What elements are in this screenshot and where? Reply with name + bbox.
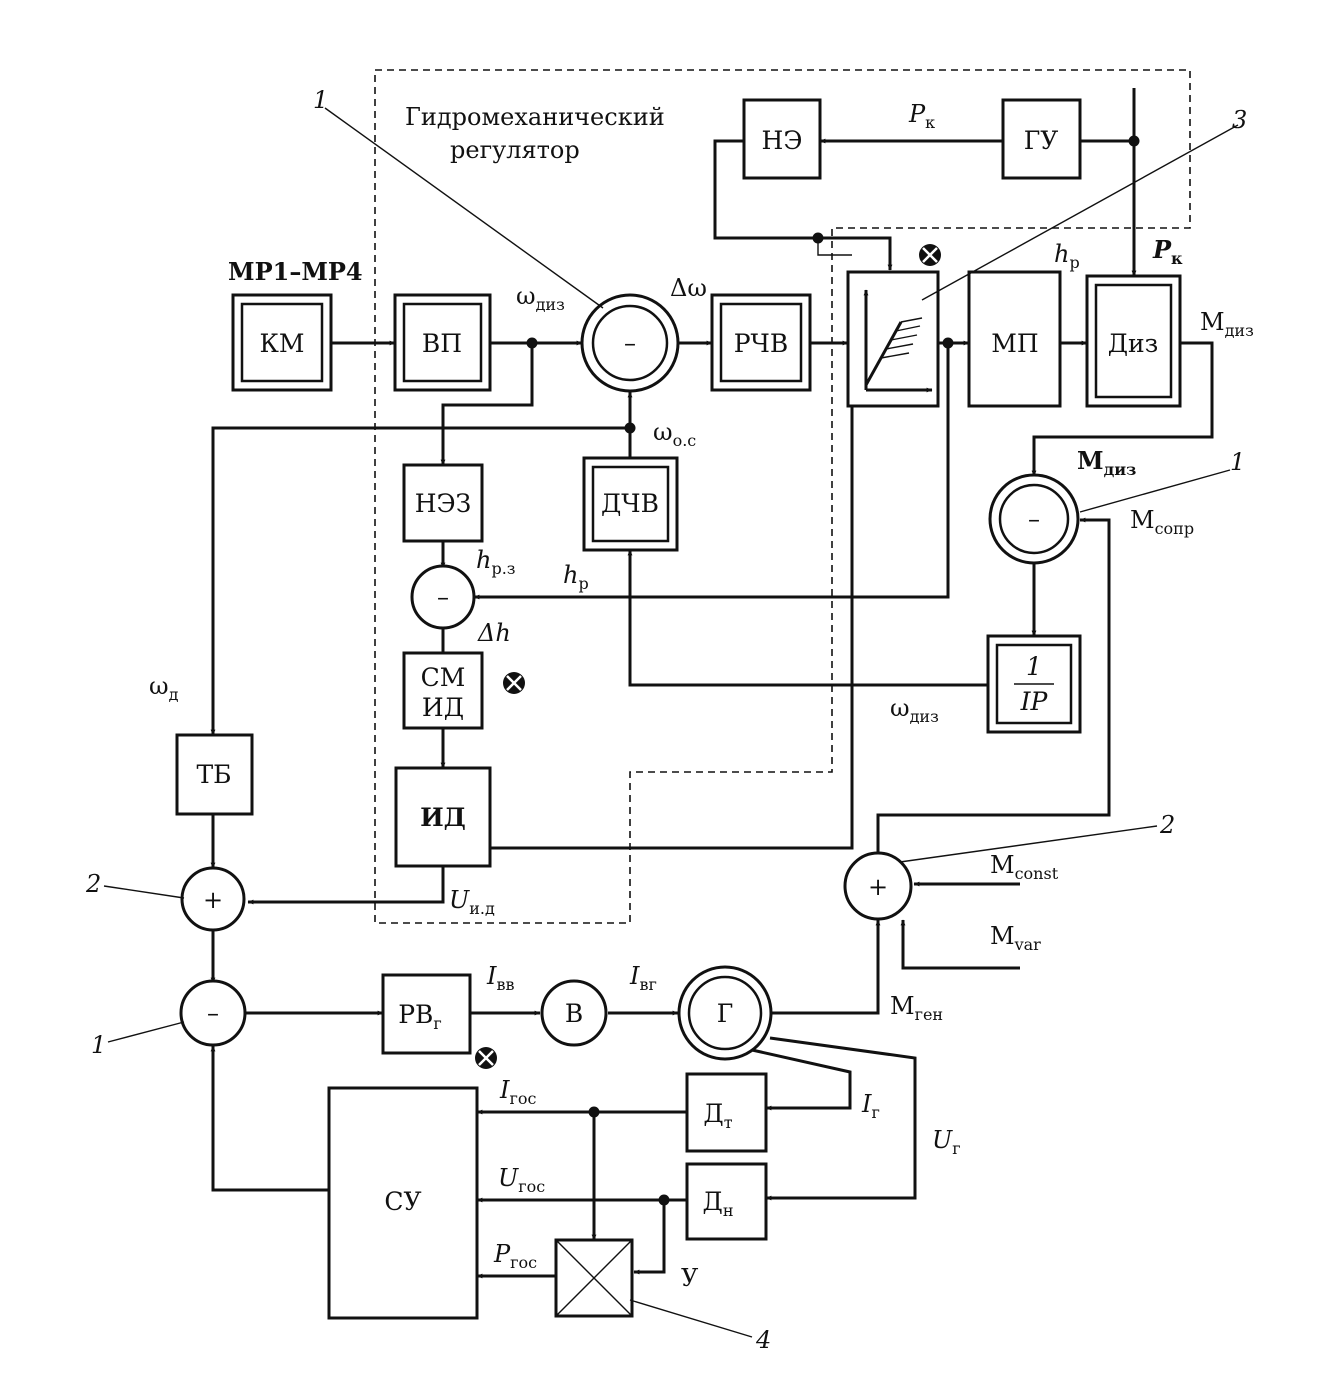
marker-x-icon	[919, 244, 941, 266]
svg-text:Мдиз: Мдиз	[1200, 308, 1254, 340]
svg-text:Δh: Δh	[477, 619, 511, 647]
svg-text:3: 3	[1232, 106, 1247, 134]
svg-text:ГУ: ГУ	[1024, 126, 1059, 155]
svg-text:Pк: Pк	[908, 100, 935, 132]
svg-text:ωо.с: ωо.с	[653, 418, 696, 450]
svg-text:Мген: Мген	[890, 992, 943, 1024]
svg-text:+: +	[203, 886, 223, 914]
svg-text:Uгос: Uгос	[498, 1164, 545, 1196]
svg-text:–: –	[1028, 505, 1040, 533]
marker-x-icon	[475, 1047, 497, 1069]
block-gu: ГУ	[1001, 98, 1082, 180]
svg-text:ВП: ВП	[422, 329, 462, 358]
regulator-title: Гидромеханический	[405, 103, 665, 131]
signal-labels: ωдиз Δω ωо.с Pк Pк hр Мдиз Мдиз Мсопр hр…	[149, 100, 1254, 1292]
svg-text:Uи.д: Uи.д	[449, 886, 495, 918]
block-integrator: 1 IP	[986, 634, 1082, 734]
svg-text:1: 1	[91, 1031, 106, 1059]
svg-text:Uг: Uг	[932, 1126, 961, 1158]
block-mp: МП	[967, 270, 1062, 408]
svg-text:ИД: ИД	[422, 693, 464, 722]
block-tb: ТБ	[175, 733, 254, 816]
svg-text:Pк: Pк	[1152, 235, 1183, 268]
svg-text:ωд: ωд	[149, 672, 179, 704]
svg-text:Мдиз: Мдиз	[1077, 446, 1136, 479]
block-smid: СМ ИД	[402, 651, 484, 730]
sum-node-minus-left: –	[179, 979, 247, 1047]
svg-text:2: 2	[85, 870, 101, 898]
svg-text:2: 2	[1159, 811, 1175, 839]
svg-text:В: В	[565, 999, 583, 1028]
svg-text:ωдиз: ωдиз	[890, 694, 939, 726]
callouts: 1 3 1 2 2 1 4	[85, 86, 1247, 1354]
block-v: В	[540, 979, 608, 1047]
sum-node-plus-right: +	[843, 851, 913, 921]
regulator-dashed-boundary	[374, 69, 1191, 924]
svg-text:–: –	[437, 583, 449, 611]
block-dn: Дн	[685, 1162, 768, 1241]
block-nez: НЭЗ	[402, 463, 484, 543]
svg-text:Дт: Дт	[703, 1099, 732, 1132]
marker-x-icon	[503, 672, 525, 694]
svg-text:Iвг: Iвг	[629, 962, 657, 994]
svg-text:hр: hр	[1054, 240, 1080, 272]
signal-lines	[210, 88, 1214, 1279]
svg-text:–: –	[624, 329, 636, 357]
block-rvg: РВг	[381, 973, 472, 1055]
block-multiplier	[554, 1238, 634, 1318]
svg-text:1: 1	[1026, 652, 1042, 681]
svg-text:МП: МП	[991, 329, 1038, 358]
svg-text:СУ: СУ	[384, 1187, 421, 1216]
block-dchv: ДЧВ	[582, 456, 679, 552]
svg-text:hр.з: hр.з	[476, 546, 516, 578]
regulator-subtitle: регулятор	[450, 136, 580, 164]
block-generator: Г	[677, 965, 773, 1061]
svg-text:1: 1	[313, 86, 328, 114]
svg-text:Pгос: Pгос	[493, 1240, 537, 1272]
sum-node-plus-left: +	[180, 866, 246, 932]
block-km: КМ	[231, 293, 333, 392]
svg-text:РЧВ: РЧВ	[734, 329, 789, 358]
svg-text:СМ: СМ	[421, 663, 466, 692]
sum-node-position: –	[410, 564, 476, 630]
sum-node-torque: –	[988, 473, 1080, 565]
svg-text:КМ: КМ	[260, 329, 305, 358]
svg-text:ТБ: ТБ	[196, 760, 231, 789]
svg-text:Iг: Iг	[861, 1090, 880, 1122]
svg-text:ИД: ИД	[420, 803, 466, 832]
block-diz: Диз	[1085, 274, 1182, 408]
svg-text:НЭ: НЭ	[762, 126, 803, 155]
mr-range-label: МР1–МР4	[228, 257, 363, 286]
svg-text:РВг: РВг	[398, 1000, 442, 1033]
svg-text:Iгос: Iгос	[499, 1076, 537, 1108]
svg-text:Iвв: Iвв	[486, 962, 515, 994]
svg-text:Мсопр: Мсопр	[1130, 506, 1194, 538]
block-dt: Дт	[685, 1072, 768, 1153]
svg-text:Δω: Δω	[670, 274, 707, 302]
junction-dots	[526, 135, 1140, 1206]
svg-text:+: +	[868, 873, 888, 901]
svg-text:Мvar: Мvar	[990, 922, 1041, 954]
block-id: ИД	[394, 766, 492, 868]
block-vp: ВП	[393, 293, 492, 392]
svg-text:У: У	[681, 1264, 699, 1292]
svg-text:Дн: Дн	[703, 1187, 734, 1220]
block-ne: НЭ	[742, 98, 822, 180]
sum-node-speed-error: –	[580, 293, 680, 393]
block-su: СУ	[327, 1086, 479, 1320]
svg-text:4: 4	[755, 1326, 771, 1354]
svg-text:ωдиз: ωдиз	[516, 282, 565, 314]
svg-text:–: –	[207, 999, 219, 1027]
block-rchv: РЧВ	[710, 293, 812, 392]
svg-text:Диз: Диз	[1108, 329, 1159, 358]
block-regulator-characteristic	[846, 270, 940, 408]
svg-text:hр: hр	[563, 561, 589, 593]
svg-text:Г: Г	[717, 999, 734, 1028]
svg-text:1: 1	[1230, 448, 1245, 476]
svg-text:Мconst: Мconst	[990, 851, 1059, 883]
svg-text:IP: IP	[1020, 687, 1049, 716]
svg-text:НЭЗ: НЭЗ	[415, 489, 472, 518]
svg-text:ДЧВ: ДЧВ	[601, 489, 659, 518]
